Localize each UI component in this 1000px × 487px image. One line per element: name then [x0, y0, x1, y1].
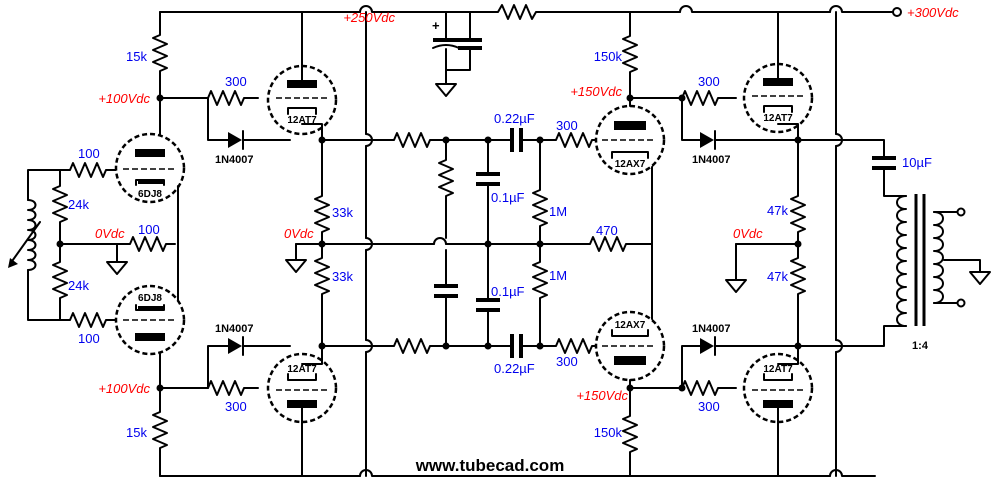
cap-polarity-plus: + [432, 18, 440, 33]
label-0v-left: 0Vdc [95, 226, 125, 241]
supply-rail [159, 4, 902, 20]
tube-input-bottom [114, 284, 186, 356]
label-1m-top: 1M [549, 204, 567, 219]
label-470: 470 [596, 223, 618, 238]
label-300-bl: 300 [225, 399, 247, 414]
label-diode-br: 1N4007 [692, 323, 731, 335]
label-tube-pi-top: 12AX7 [615, 159, 646, 170]
label-10uf: 10µF [902, 155, 932, 170]
tube-follower-tr [742, 62, 814, 134]
label-24k-bottom: 24k [68, 278, 89, 293]
label-tube-input-top: 6DJ8 [138, 189, 162, 200]
label-150v-bottom: +150Vdc [576, 388, 628, 403]
label-diode-tr: 1N4007 [692, 154, 731, 166]
tube-input-top [114, 132, 186, 204]
label-tube-pi-bottom: 12AX7 [615, 320, 646, 331]
label-300-grid-bottom: 300 [556, 354, 578, 369]
label-150k-bottom: 150k [594, 425, 623, 440]
label-100-bottom: 100 [78, 331, 100, 346]
label-47k-top: 47k [767, 203, 788, 218]
label-250v: +250Vdc [343, 10, 395, 25]
label-tube-follower-bl: 12AT7 [287, 364, 317, 375]
label-33k-bottom: 33k [332, 269, 353, 284]
label-150k-top: 150k [594, 49, 623, 64]
tube-follower-br [742, 352, 814, 424]
supply-filter [432, 11, 482, 97]
site-url: www.tubecad.com [415, 456, 565, 475]
label-100-top: 100 [78, 146, 100, 161]
label-300-tr: 300 [698, 74, 720, 89]
label-tube-follower-tl: 12AT7 [287, 115, 317, 126]
tube-pi-bottom [594, 310, 666, 382]
label-tube-input-bottom: 6DJ8 [138, 293, 162, 304]
label-01-bottom: 0.1µF [491, 284, 525, 299]
label-33k-top: 33k [332, 205, 353, 220]
label-300-grid-top: 300 [556, 118, 578, 133]
label-tube-follower-br: 12AT7 [763, 364, 793, 375]
label-300v: +300Vdc [907, 5, 959, 20]
label-100v-bottom: +100Vdc [98, 381, 150, 396]
output-transformer [896, 194, 991, 327]
tube-pi-top [594, 104, 666, 176]
tube-follower-tl [266, 64, 338, 136]
label-01-top: 0.1µF [491, 190, 525, 205]
label-150v-top: +150Vdc [570, 84, 622, 99]
label-15k-bottom: 15k [126, 425, 147, 440]
label-47k-bottom: 47k [767, 269, 788, 284]
label-100v-top: +100Vdc [98, 91, 150, 106]
label-diode-bl: 1N4007 [215, 323, 254, 335]
label-diode-tl: 1N4007 [215, 154, 254, 166]
label-022-top: 0.22µF [494, 111, 535, 126]
label-tube-follower-tr: 12AT7 [763, 113, 793, 124]
label-24k-top: 24k [68, 197, 89, 212]
input-pot [8, 169, 61, 321]
label-300-tl: 300 [225, 74, 247, 89]
label-0v-right: 0Vdc [733, 226, 763, 241]
tube-follower-bl [266, 352, 338, 424]
label-022-bottom: 0.22µF [494, 361, 535, 376]
label-1m-bottom: 1M [549, 268, 567, 283]
label-0v-mid: 0Vdc [284, 226, 314, 241]
label-15k-top: 15k [126, 49, 147, 64]
label-transformer-ratio: 1:4 [912, 340, 929, 352]
label-300-br: 300 [698, 399, 720, 414]
label-100-mid: 100 [138, 222, 160, 237]
